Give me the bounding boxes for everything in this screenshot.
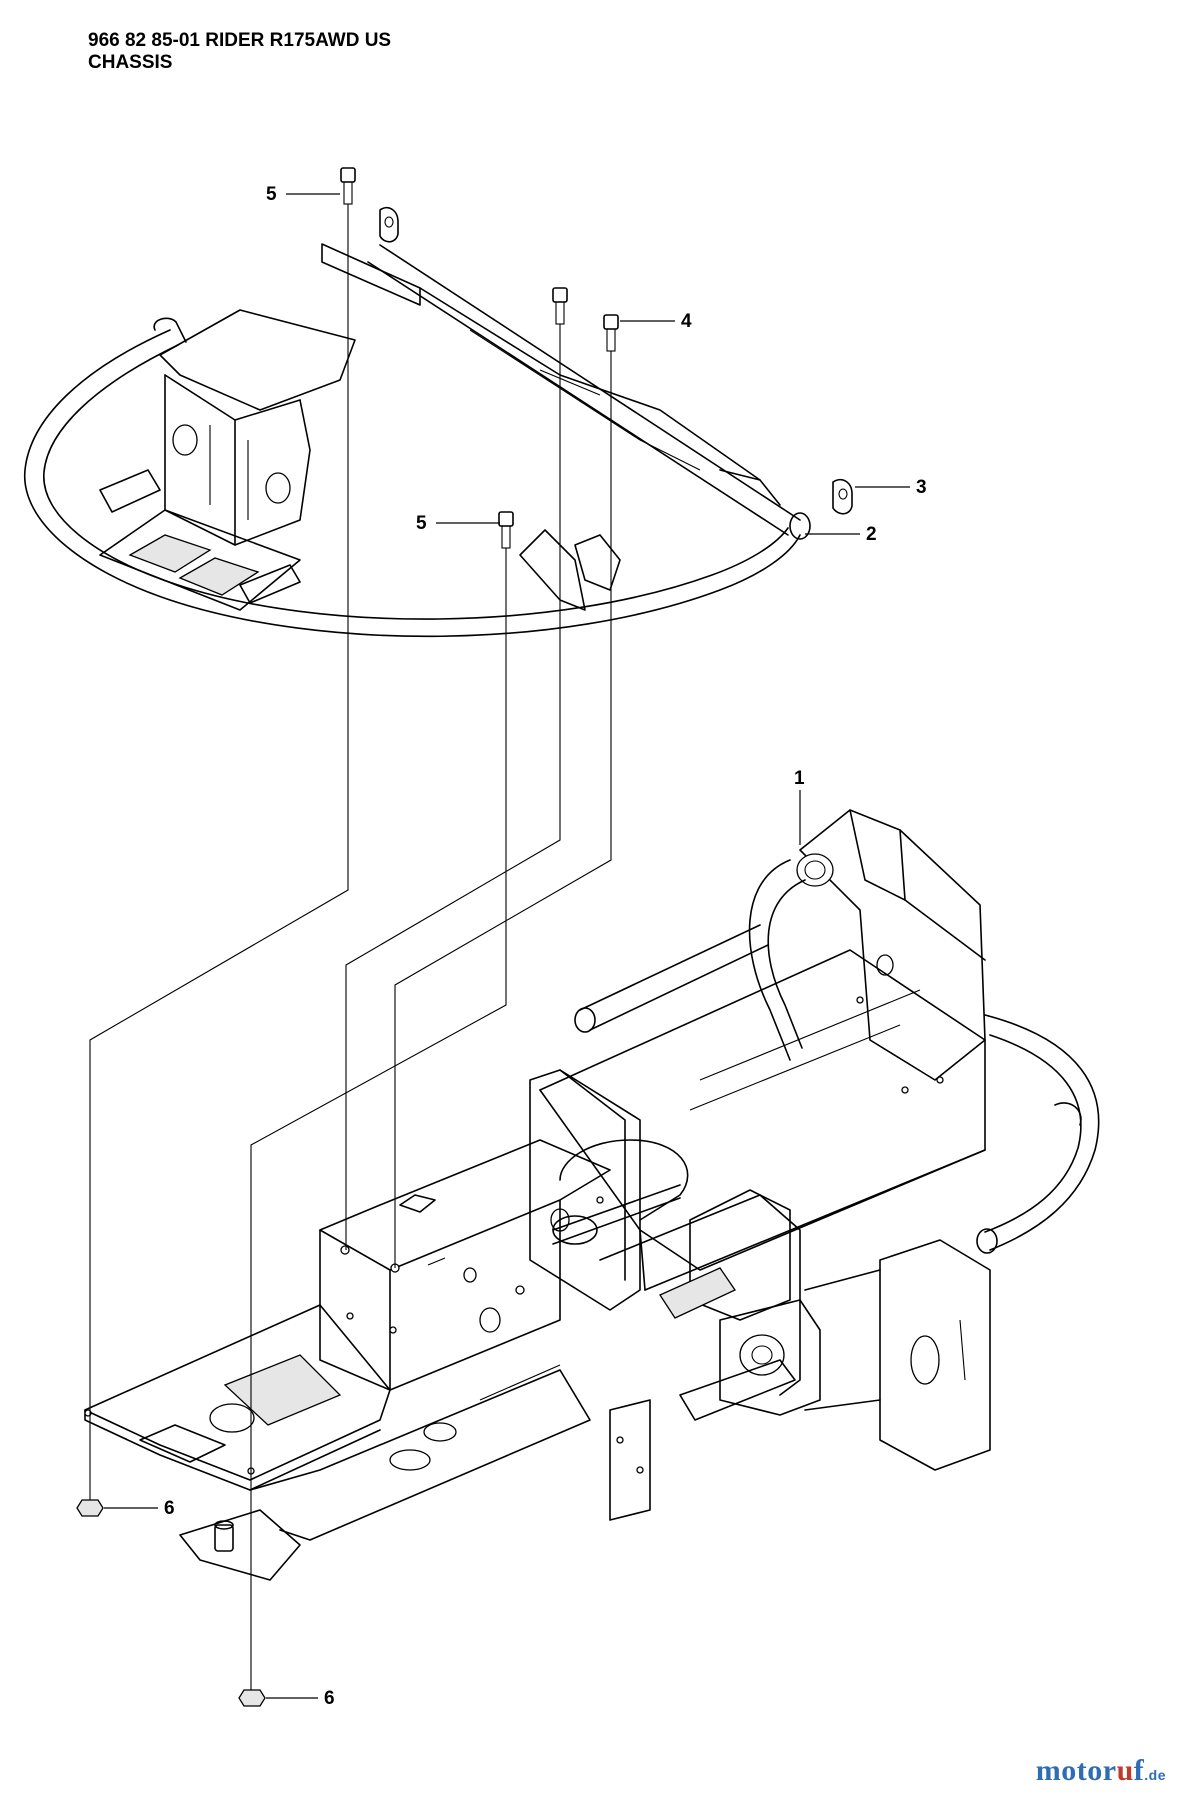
callout-3: 3 <box>916 477 927 498</box>
callout-6-lower: 6 <box>324 1688 335 1709</box>
callout-1: 1 <box>794 768 805 789</box>
upper-frame-part-2 <box>24 243 811 638</box>
bolt-part-5-upper <box>340 167 356 205</box>
callout-5-lower: 5 <box>416 513 427 534</box>
logo-text-motor: motor <box>1035 1754 1117 1787</box>
section-title: CHASSIS <box>88 52 173 73</box>
logo-suffix: .de <box>1144 1767 1166 1783</box>
logo-text-u: u <box>1116 1754 1134 1787</box>
callout-5-upper: 5 <box>266 184 277 205</box>
clip-part-3 <box>832 478 853 515</box>
nut-part-6-lower <box>238 1689 266 1707</box>
callout-6-upper: 6 <box>164 1498 175 1519</box>
assembly-lines <box>89 204 612 1690</box>
bolt-part-5-lower <box>498 511 514 549</box>
main-chassis-part-1 <box>84 809 1100 1581</box>
bolt-center <box>552 287 568 325</box>
clip-part-3-left <box>379 206 399 243</box>
leader-lines <box>104 193 910 1699</box>
logo-text-f: f <box>1133 1754 1145 1787</box>
motoruf-logo: motoruf.de <box>1036 1754 1166 1788</box>
bolt-part-4 <box>603 314 619 352</box>
nut-part-6-upper <box>76 1499 104 1517</box>
callout-4: 4 <box>681 311 692 332</box>
callout-2: 2 <box>866 524 877 545</box>
model-title: 966 82 85-01 RIDER R175AWD US <box>88 30 392 51</box>
